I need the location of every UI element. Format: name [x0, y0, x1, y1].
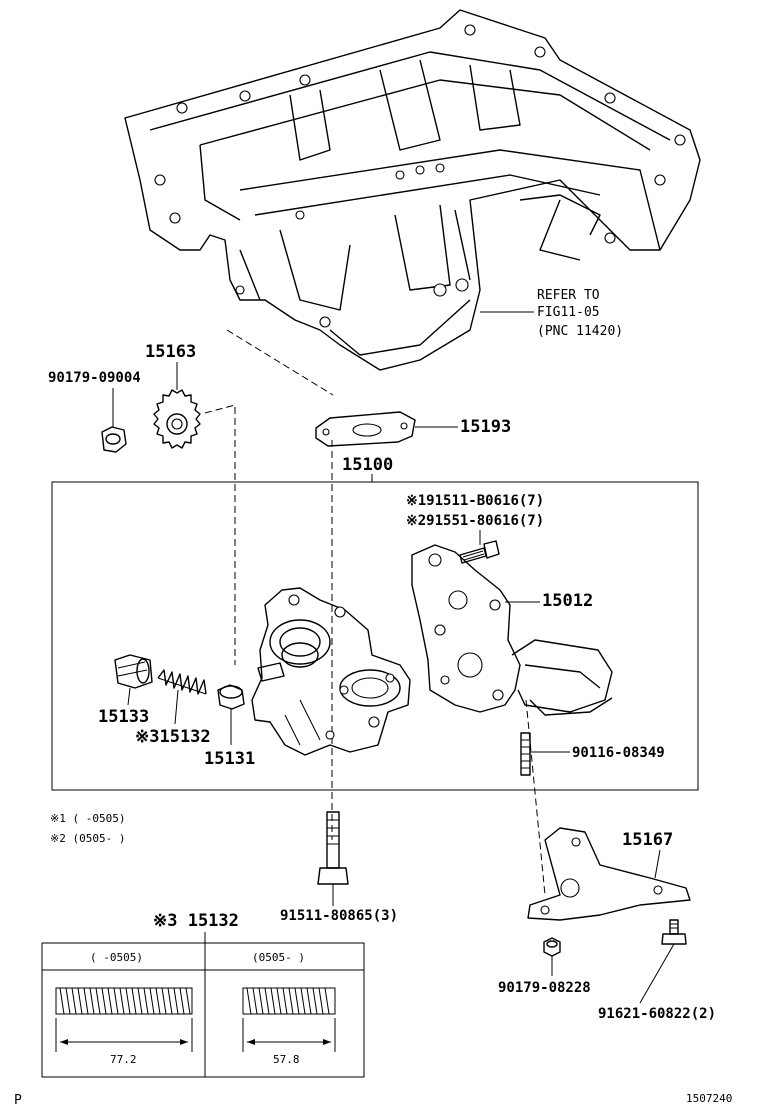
label-15132: ※315132 — [135, 727, 211, 747]
label-90116-08349: 90116-08349 — [572, 745, 665, 761]
spring-table-col2-header: (0505- ) — [252, 951, 305, 964]
spring-coil-long — [55, 987, 193, 1052]
valve-15131 — [217, 684, 245, 710]
figure-id: 1507240 — [686, 1092, 732, 1105]
label-91621-60822: 91621-60822(2) — [598, 1006, 716, 1022]
spring-length-2: 57.8 — [273, 1053, 300, 1066]
nut-90179-08228 — [543, 937, 561, 957]
refer-note-line2: FIG11-05 — [537, 305, 600, 320]
refer-note-line3: (PNC 11420) — [537, 324, 623, 339]
spring-coil-short — [242, 987, 336, 1052]
corner-letter: P — [14, 1093, 22, 1108]
spring-15132 — [157, 669, 207, 695]
spring-table-title: ※3 15132 — [153, 911, 239, 931]
plug-15133 — [114, 654, 153, 689]
refer-note: REFER TO FIG11-05 (PNC 11420) — [480, 288, 623, 339]
pump-cover-15012 — [411, 544, 613, 716]
oil-pump-body — [251, 587, 411, 756]
bolt-91621-60822 — [661, 919, 687, 945]
note-2: ※2 (0505- ) — [50, 832, 125, 845]
label-15131: 15131 — [204, 749, 255, 769]
bolt-91511-80865 — [317, 811, 349, 885]
sprocket-15163 — [153, 389, 201, 449]
label-15133: 15133 — [98, 707, 149, 727]
oil-pan-housing — [124, 9, 701, 371]
gasket-15193 — [315, 411, 416, 447]
bolt-91511-b0616 — [459, 540, 500, 564]
label-91551-80616: ※291551-80616(7) — [406, 513, 544, 529]
refer-note-line1: REFER TO — [537, 288, 600, 303]
nut-90179-09004 — [101, 426, 127, 453]
label-15167: 15167 — [622, 830, 673, 850]
stud-90116-08349 — [520, 732, 531, 776]
label-91511-80865: 91511-80865(3) — [280, 908, 398, 924]
label-15163: 15163 — [145, 342, 196, 362]
spring-length-1: 77.2 — [110, 1053, 137, 1066]
label-90179-09004: 90179-09004 — [48, 370, 141, 386]
label-91511-b0616: ※191511-B0616(7) — [406, 493, 544, 509]
bracket-15167 — [527, 827, 691, 921]
assembly-box-15100 — [51, 481, 699, 791]
label-90179-08228: 90179-08228 — [498, 980, 591, 996]
spring-table: ( -0505) (0505- ) 77.2 57.8 — [41, 942, 365, 1078]
note-1: ※1 ( -0505) — [50, 812, 125, 825]
spring-table-col1-header: ( -0505) — [90, 951, 143, 964]
label-15193: 15193 — [460, 417, 511, 437]
label-15100: 15100 — [342, 455, 393, 475]
label-15012: 15012 — [542, 591, 593, 611]
